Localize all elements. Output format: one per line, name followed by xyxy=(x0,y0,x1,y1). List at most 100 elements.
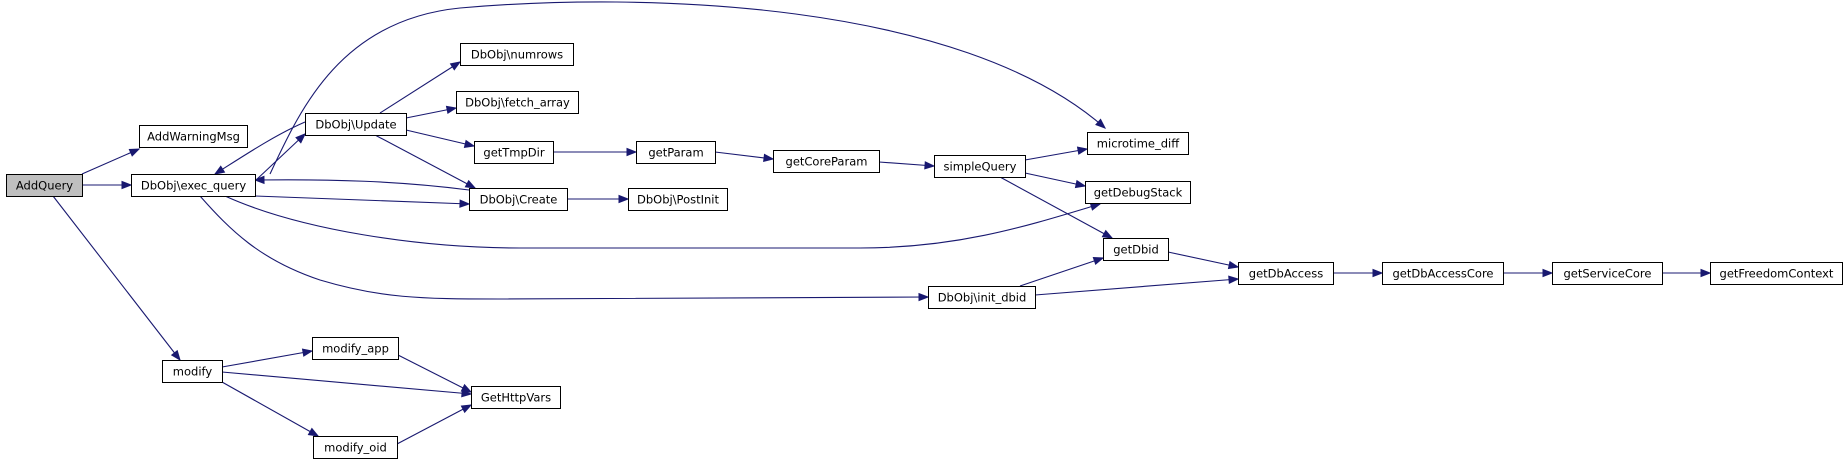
node-box xyxy=(928,286,1036,309)
node-label: DbObj\fetch_array xyxy=(465,96,570,110)
edge-create-to-exec_query xyxy=(253,175,470,191)
edge-arrowhead xyxy=(464,179,477,189)
edge-line xyxy=(374,134,476,189)
node-fetch_array[interactable]: DbObj\fetch_array xyxy=(456,91,579,114)
node-getdbaccess[interactable]: getDbAccess xyxy=(1238,262,1334,285)
node-label: modify xyxy=(173,365,213,379)
node-label: getServiceCore xyxy=(1563,267,1651,281)
edge-arrowhead xyxy=(170,349,181,362)
edge-update-to-exec_query xyxy=(213,121,306,175)
edge-arrowhead xyxy=(626,147,638,157)
node-exec_query[interactable]: DbObj\exec_query xyxy=(131,174,256,197)
node-getdbaccesscore[interactable]: getDbAccessCore xyxy=(1382,262,1504,285)
edge-arrowhead xyxy=(121,180,133,190)
node-box xyxy=(934,155,1026,178)
edge-arrowhead xyxy=(1700,268,1712,278)
node-addquery[interactable]: AddQuery xyxy=(6,174,83,197)
node-box xyxy=(131,174,256,197)
edge-line xyxy=(221,350,313,368)
edge-line xyxy=(1019,257,1104,287)
edge-arrowhead xyxy=(307,427,320,437)
edge-modify_app-to-gethttpvars xyxy=(397,354,473,393)
node-label: getFreedomContext xyxy=(1720,267,1834,281)
edge-arrowhead xyxy=(445,105,458,115)
edge-arrowhead xyxy=(1372,268,1384,278)
edge-update-to-numrows xyxy=(379,61,462,114)
node-getfreedomcontext[interactable]: getFreedomContext xyxy=(1710,262,1843,285)
edge-arrowhead xyxy=(463,139,476,148)
node-box xyxy=(1552,262,1663,285)
edge-arrowhead xyxy=(460,404,473,414)
node-box xyxy=(1085,181,1191,204)
edge-update-to-fetch_array xyxy=(405,105,458,119)
node-microtime_diff[interactable]: microtime_diff xyxy=(1087,132,1189,155)
node-box xyxy=(474,141,554,164)
node-gettmpdir[interactable]: getTmpDir xyxy=(474,141,554,164)
edge-line xyxy=(999,176,1113,239)
node-init_dbid[interactable]: DbObj\init_dbid xyxy=(928,286,1036,309)
edge-line xyxy=(254,195,470,205)
node-label: simpleQuery xyxy=(944,160,1017,174)
edge-exec_query-to-init_dbid xyxy=(199,195,930,302)
edge-simplequery-to-getdbid xyxy=(999,176,1114,239)
node-getparam[interactable]: getParam xyxy=(636,141,716,164)
node-simplequery[interactable]: simpleQuery xyxy=(934,155,1026,178)
node-postinit[interactable]: DbObj\PostInit xyxy=(628,188,728,211)
edge-arrowhead xyxy=(295,133,307,144)
edge-line xyxy=(397,354,472,393)
edge-update-to-create xyxy=(374,134,477,189)
edge-arrowhead xyxy=(301,348,314,357)
node-update[interactable]: DbObj\Update xyxy=(305,113,407,136)
edge-modify-to-modify_oid xyxy=(221,381,320,437)
node-numrows[interactable]: DbObj\numrows xyxy=(460,43,574,66)
node-label: getTmpDir xyxy=(483,146,544,160)
node-box xyxy=(456,91,579,114)
edge-arrowhead xyxy=(618,194,630,204)
edge-getparam-to-getcoreparam xyxy=(714,151,775,163)
edge-modify-to-gethttpvars xyxy=(221,371,473,398)
node-addwarningmsg[interactable]: AddWarningMsg xyxy=(139,125,248,148)
node-label: modify_oid xyxy=(324,441,387,455)
node-label: getParam xyxy=(648,146,703,160)
node-getdbid[interactable]: getDbid xyxy=(1103,238,1169,261)
edge-exec_query-to-create xyxy=(254,195,471,208)
edge-line xyxy=(199,195,929,300)
edge-arrowhead xyxy=(213,165,226,175)
node-getdebugstack[interactable]: getDebugStack xyxy=(1085,181,1191,204)
node-create[interactable]: DbObj\Create xyxy=(469,188,568,211)
node-box xyxy=(139,125,248,148)
nodes-layer: AddQuery AddWarningMsgDbObj\exec_querymod… xyxy=(6,43,1843,459)
edge-line xyxy=(221,381,319,437)
node-getcoreparam[interactable]: getCoreParam xyxy=(773,150,880,173)
node-label: getDbid xyxy=(1113,243,1159,257)
edge-arrowhead xyxy=(253,175,265,185)
edge-exec_query-to-update xyxy=(254,133,307,182)
node-modify[interactable]: modify xyxy=(162,360,223,383)
edge-getcoreparam-to-simplequery xyxy=(878,161,936,170)
node-modify_app[interactable]: modify_app xyxy=(312,337,399,360)
edge-arrowhead xyxy=(1228,275,1240,284)
edge-gettmpdir-to-getparam xyxy=(553,147,638,157)
edge-line xyxy=(405,129,475,147)
node-label: DbObj\exec_query xyxy=(141,179,246,193)
edge-arrowhead xyxy=(1089,202,1102,211)
node-gethttpvars[interactable]: GetHttpVars xyxy=(471,386,561,409)
node-label: AddWarningMsg xyxy=(147,130,240,144)
edge-line xyxy=(269,1,1106,175)
edge-getdbaccesscore-to-getservicecore xyxy=(1503,268,1554,278)
node-box xyxy=(1238,262,1334,285)
node-label: modify_app xyxy=(322,342,389,356)
node-box xyxy=(469,188,568,211)
edge-line xyxy=(254,179,470,191)
edge-addquery-to-exec_query xyxy=(82,180,133,190)
node-label: DbObj\Update xyxy=(315,118,396,132)
node-box xyxy=(636,141,716,164)
edge-arrowhead xyxy=(763,153,775,163)
node-box xyxy=(1382,262,1504,285)
edge-line xyxy=(1024,148,1088,161)
edge-arrowhead xyxy=(1074,179,1087,189)
edge-line xyxy=(379,61,461,114)
node-modify_oid[interactable]: modify_oid xyxy=(313,436,398,459)
node-getservicecore[interactable]: getServiceCore xyxy=(1552,262,1663,285)
